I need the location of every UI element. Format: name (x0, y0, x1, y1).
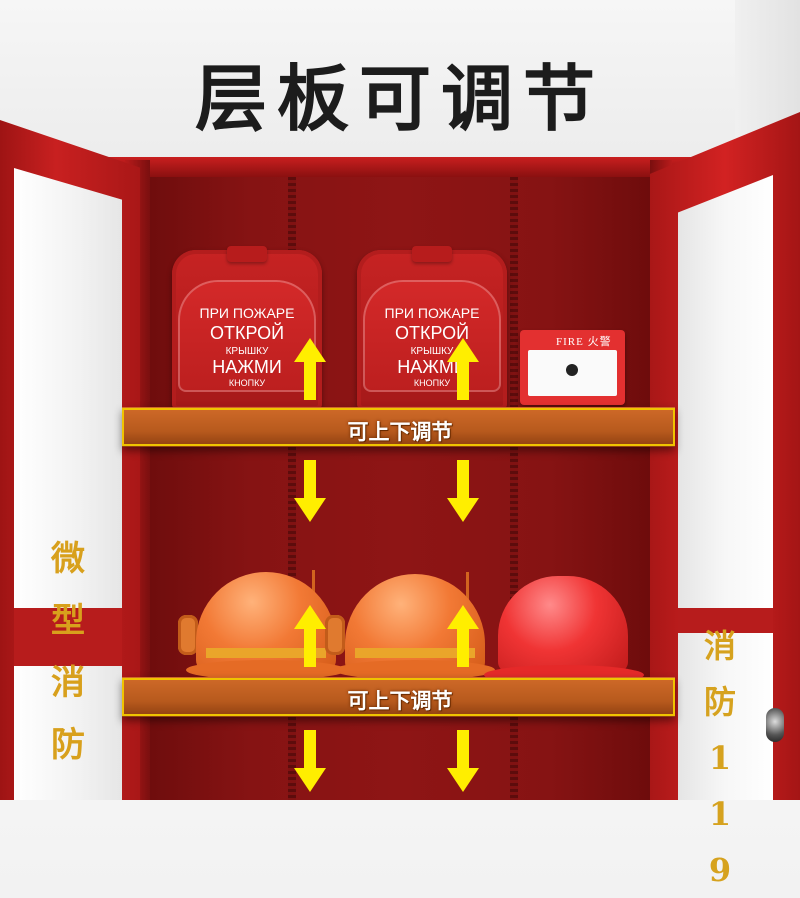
right-door-glass (678, 175, 773, 800)
alarm-face: ПРИ ПОЖАРЕ ОТКРОЙ КРЫШКУ НАЖМИ КНОПКУ (363, 280, 501, 392)
headline: 层板可调节 (194, 57, 605, 141)
up-arrow-icon (447, 338, 479, 400)
alarm-text-line1: ПРИ ПОЖАРЕ (199, 305, 295, 321)
shelf-rail-left (288, 177, 296, 800)
helmet-band (355, 648, 475, 658)
alarm-text-line5: КНОПКУ (413, 378, 451, 388)
fire-button-label: FIRE 火警 (556, 336, 612, 348)
lower-shelf (122, 677, 675, 717)
alarm-text-line3: КРЫШКУ (225, 346, 269, 357)
up-arrow-icon (294, 605, 326, 667)
up-arrow-icon (447, 605, 479, 667)
lower-shelf-highlight (122, 678, 675, 716)
up-arrow-icon (294, 338, 326, 400)
alarm-text-line5: КНОПКУ (228, 378, 266, 388)
left-door-stripe (14, 608, 122, 666)
left-door-glass (14, 168, 122, 800)
down-arrow-icon (294, 460, 326, 522)
cabinet-top (108, 157, 691, 177)
alarm-text-line2: ОТКРОЙ (394, 323, 470, 343)
down-arrow-icon (294, 730, 326, 792)
fire-alarm-panel-2: ПРИ ПОЖАРЕ ОТКРОЙ КРЫШКУ НАЖМИ КНОПКУ (357, 246, 507, 410)
lower-shelf-label: 可上下调节 (347, 689, 453, 713)
alarm-text-line2: ОТКРОЙ (209, 323, 285, 343)
door-lock-icon[interactable] (766, 708, 784, 742)
fire-alarm-panel-1: ПРИ ПОЖАРЕ ОТКРОЙ КРЫШКУ НАЖМИ КНОПКУ (172, 246, 322, 410)
right-door-stripe (678, 608, 773, 633)
helmet-band (206, 648, 326, 658)
antenna (466, 572, 469, 612)
alarm-text-line4: НАЖМИ (212, 357, 282, 377)
alarm-text-line1: ПРИ ПОЖАРЕ (384, 305, 480, 321)
upper-shelf (122, 407, 675, 447)
alarm-cap (227, 246, 267, 262)
down-arrow-icon (447, 730, 479, 792)
down-arrow-icon (447, 460, 479, 522)
fire-button-dot-icon (566, 364, 578, 376)
fire-button-face (528, 350, 617, 396)
adjust-arrows (294, 338, 479, 792)
helmet-earmuff (325, 615, 345, 655)
shelf-rail-right (510, 177, 518, 800)
fire-call-point: FIRE 火警 (520, 330, 625, 405)
upper-shelf-highlight (122, 408, 675, 446)
wall-background (0, 0, 800, 165)
alarm-text-line3: КРЫШКУ (410, 346, 454, 357)
upper-shelf-label: 可上下调节 (347, 420, 453, 444)
helmet-earmuff (178, 615, 198, 655)
left-door-text: 微型消防 (51, 539, 85, 765)
safety-helmet-red (498, 576, 628, 672)
helmet-brim (335, 660, 495, 680)
alarm-face: ПРИ ПОЖАРЕ ОТКРОЙ КРЫШКУ НАЖМИ КНОПКУ (178, 280, 316, 392)
alarm-cap (412, 246, 452, 262)
